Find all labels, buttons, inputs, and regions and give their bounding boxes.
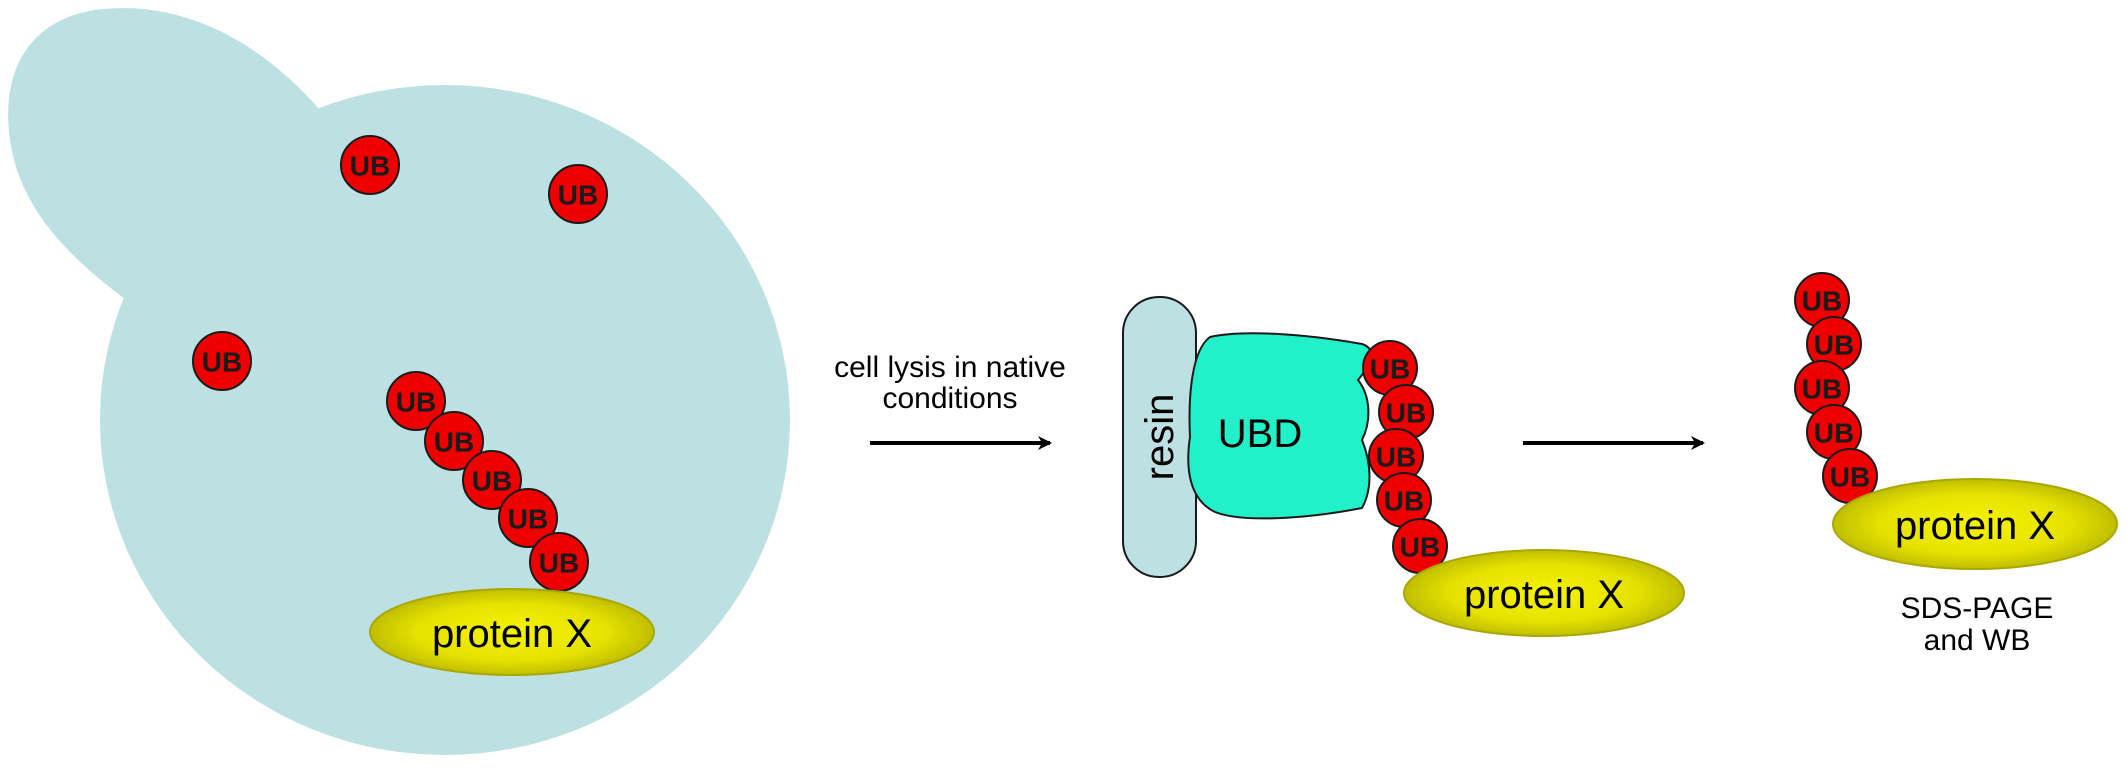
ub-label: UB xyxy=(539,548,579,579)
ub-label: UB xyxy=(396,387,436,418)
ub-label: UB xyxy=(350,151,390,182)
ubd-domain: UBD xyxy=(1187,332,1373,520)
ubiquitin-chain: UB UB UB UB UB xyxy=(1794,272,1878,504)
ubiquitin-icon xyxy=(462,450,522,510)
free-ubiquitin: UB xyxy=(192,331,252,391)
protein-x-label: protein X xyxy=(1464,573,1624,617)
ubiquitin-icon xyxy=(424,411,484,471)
protein-x-label: protein X xyxy=(1895,504,2055,548)
protein-x-label: protein X xyxy=(432,612,592,656)
ubd-shape xyxy=(1187,332,1373,520)
ub-label: UB xyxy=(1370,354,1410,385)
protein-x: protein X xyxy=(369,588,655,676)
ubiquitin-icon xyxy=(498,488,558,548)
ub-label: UB xyxy=(1814,330,1854,361)
analysis-label-line1: SDS-PAGE xyxy=(1901,592,2054,625)
analysis-label-line2: and WB xyxy=(1924,624,2031,657)
resin-label: resin xyxy=(1138,394,1182,481)
resin: resin xyxy=(1122,296,1197,578)
ub-label: UB xyxy=(1386,398,1426,429)
ub-label: UB xyxy=(1802,286,1842,317)
ubd-label: UBD xyxy=(1218,412,1302,456)
ubiquitin-icon xyxy=(192,331,252,391)
ub-label: UB xyxy=(1802,374,1842,405)
lysis-step: cell lysis in native conditions xyxy=(834,351,1066,450)
protein-ellipse xyxy=(1403,549,1685,637)
free-ubiquitin: UB xyxy=(548,164,608,224)
ubiquitin-icon xyxy=(548,164,608,224)
ubiquitin-icon xyxy=(340,135,400,195)
ub-label: UB xyxy=(1384,486,1424,517)
yeast-cell-bud xyxy=(8,8,321,311)
protein-ellipse xyxy=(369,588,655,676)
ub-label: UB xyxy=(472,466,512,497)
ub-label: UB xyxy=(558,180,598,211)
ub-label: UB xyxy=(508,504,548,535)
ub-label: UB xyxy=(1814,418,1854,449)
ubiquitin-chain: UB UB UB UB UB xyxy=(1362,340,1448,574)
ub-label: UB xyxy=(202,347,242,378)
ub-label: UB xyxy=(1400,532,1440,563)
ubiquitin-icon xyxy=(386,371,446,431)
lysis-label-line1: cell lysis in native xyxy=(834,351,1066,384)
ub-label: UB xyxy=(1376,442,1416,473)
protein-x: protein X xyxy=(1832,478,2118,570)
ub-label: UB xyxy=(434,427,474,458)
free-ubiquitin: UB xyxy=(340,135,400,195)
lysis-label-line2: conditions xyxy=(882,382,1017,415)
protein-ellipse xyxy=(1832,478,2118,570)
analysis-label: SDS-PAGE and WB xyxy=(1901,592,2054,657)
protein-x: protein X xyxy=(1403,549,1685,637)
ub-label: UB xyxy=(1830,462,1870,493)
